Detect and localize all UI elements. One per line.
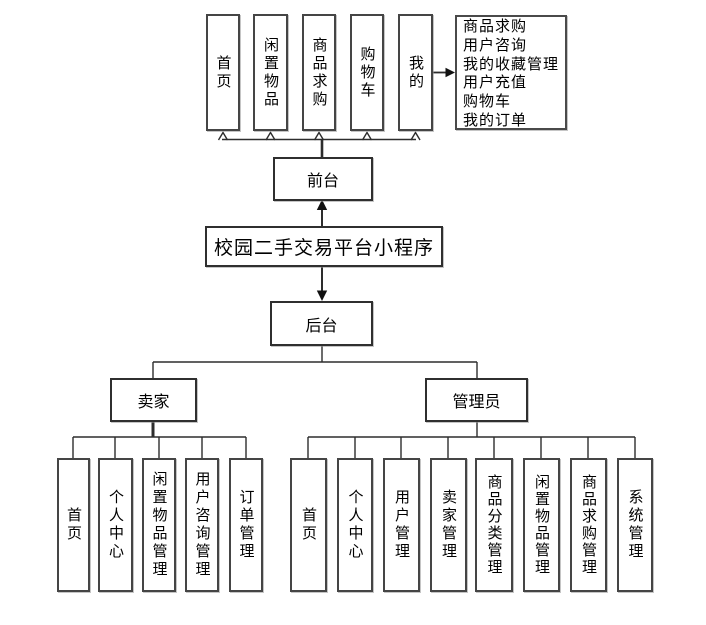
arrow-root-to-front (316, 199, 328, 226)
mine-menu-item: 用户充值 (463, 74, 528, 92)
node-seller-user-consult-mgmt-label: 用户咨询管理 (193, 471, 211, 579)
node-seller-label: 卖家 (137, 394, 170, 411)
node-admin-user-mgmt: 用户管理 (383, 458, 420, 592)
node-admin-category-mgmt: 商品分类管理 (475, 458, 513, 592)
node-front-idle-items-label: 闲置物品 (262, 36, 279, 109)
node-admin-label: 管理员 (452, 394, 501, 411)
node-seller-home-label: 首页 (65, 507, 82, 543)
node-admin-personal-center-label: 个人中心 (346, 489, 364, 561)
node-front-cart-label: 购物车 (358, 45, 376, 100)
node-front-mine: 我的 (398, 14, 433, 131)
arrow-up-mine-icon (410, 131, 421, 141)
node-seller-user-consult-mgmt: 用户咨询管理 (185, 458, 219, 592)
node-admin-system-mgmt-label: 系统管理 (626, 489, 644, 561)
back-tree-connector (152, 346, 478, 378)
node-admin-seller-mgmt: 卖家管理 (430, 458, 467, 592)
node-front-label: 前台 (306, 173, 339, 190)
node-root: 校园二手交易平台小程序 (205, 226, 443, 267)
mine-menu-item: 用户咨询 (463, 36, 528, 54)
node-admin-home-label: 首页 (300, 507, 317, 543)
node-back-label: 后台 (305, 317, 338, 335)
front-bus-connector (217, 131, 421, 157)
arrow-root-to-back (316, 267, 328, 301)
node-admin-seller-mgmt-label: 卖家管理 (440, 489, 457, 561)
node-front-product-wanted: 商品求购 (302, 14, 336, 131)
arrow-mine-to-menu (433, 67, 455, 78)
node-admin-system-mgmt: 系统管理 (617, 458, 653, 592)
node-admin-category-mgmt-label: 商品分类管理 (485, 474, 503, 576)
arrow-down-icon (316, 290, 328, 301)
arrow-up-home-icon (217, 131, 229, 141)
mine-menu-item: 我的收藏管理 (463, 55, 560, 73)
mine-menu-item: 购物车 (463, 93, 512, 111)
seller-tree-connector (72, 422, 247, 458)
arrow-right-icon (445, 67, 455, 78)
node-admin-wanted-mgmt: 商品求购管理 (570, 458, 607, 592)
node-seller-idle-items-mgmt: 闲置物品管理 (142, 458, 176, 592)
node-front-home-label: 首页 (214, 54, 232, 91)
mine-menu-box: 商品求购 用户咨询 我的收藏管理 用户充值 购物车 我的订单 (455, 15, 567, 130)
node-admin: 管理员 (425, 378, 528, 422)
node-admin-home: 首页 (290, 458, 327, 592)
node-seller-personal-center: 个人中心 (98, 458, 133, 592)
node-front-cart: 购物车 (350, 14, 384, 131)
node-root-label: 校园二手交易平台小程序 (213, 238, 434, 259)
node-front-home: 首页 (206, 14, 240, 131)
arrow-up-cart-icon (361, 131, 373, 141)
node-front: 前台 (273, 157, 373, 201)
node-admin-user-mgmt-label: 用户管理 (393, 489, 410, 561)
node-admin-idle-items-mgmt-label: 闲置物品管理 (533, 474, 550, 576)
admin-tree-connector (307, 422, 636, 458)
node-seller-idle-items-mgmt-label: 闲置物品管理 (150, 471, 168, 579)
node-admin-idle-items-mgmt: 闲置物品管理 (523, 458, 560, 592)
node-seller-personal-center-label: 个人中心 (107, 489, 124, 561)
arrow-up-wanted-icon (313, 131, 325, 141)
node-back: 后台 (270, 301, 373, 346)
node-front-product-wanted-label: 商品求购 (310, 36, 328, 109)
node-front-mine-label: 我的 (407, 54, 424, 91)
node-seller-order-mgmt-label: 订单管理 (237, 489, 255, 561)
node-admin-wanted-mgmt-label: 商品求购管理 (580, 474, 597, 576)
node-seller-home: 首页 (57, 458, 90, 592)
node-seller: 卖家 (110, 378, 197, 422)
arrow-up-idle-items-icon (265, 131, 276, 141)
arrow-up-icon (316, 199, 328, 210)
mine-menu-item: 我的订单 (463, 111, 528, 129)
mine-menu-item: 商品求购 (463, 18, 528, 35)
node-admin-personal-center: 个人中心 (337, 458, 373, 592)
node-front-idle-items: 闲置物品 (253, 14, 288, 131)
node-seller-order-mgmt: 订单管理 (229, 458, 263, 592)
